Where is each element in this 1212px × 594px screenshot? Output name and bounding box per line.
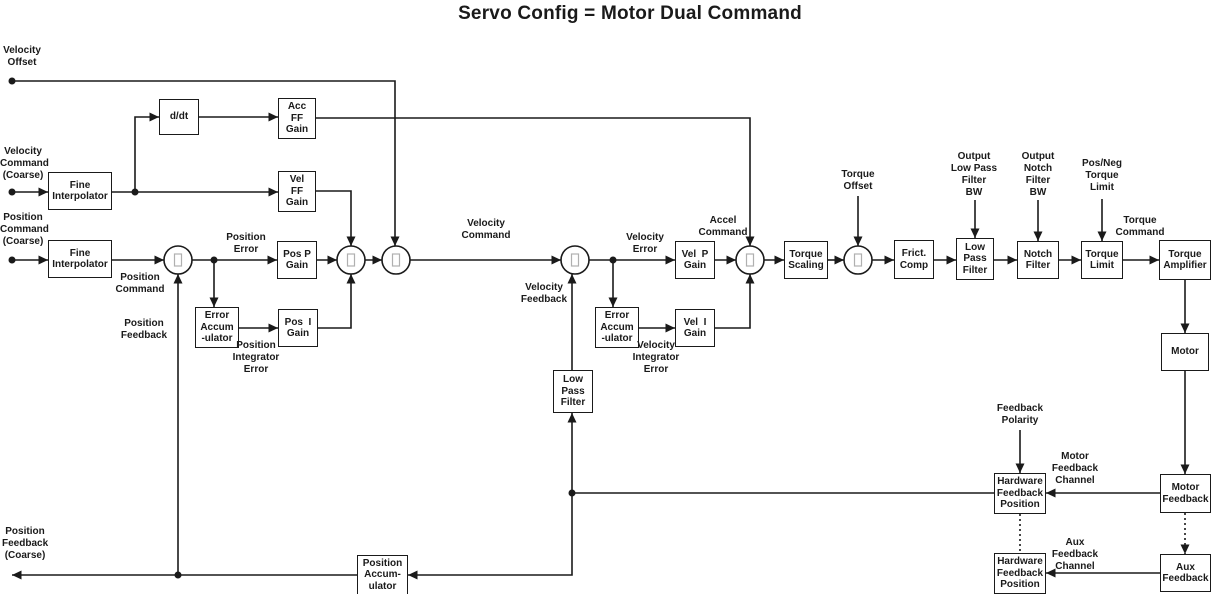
line-velocity-offset [12,80,400,246]
block-hardware-feedback-position-aux: Hardware Feedback Position [994,553,1046,594]
dot-vel-cmd-input [8,188,16,196]
label-position-command: Position Command [115,272,165,295]
block-position-accumulator: Position Accum- ulator [357,555,408,594]
label-output-notch-filter-bw: Output Notch Filter BW [1021,151,1055,198]
block-aux-feedback: Aux Feedback [1160,554,1211,592]
block-vel-i-gain: Vel I Gain [675,309,715,347]
block-fine-interpolator-velocity: Fine Interpolator [48,172,112,210]
label-accel-command: Accel Command [698,215,748,238]
block-friction-comp: Frict. Comp [894,240,934,279]
block-velocity-error-accumulator: Error Accum -ulator [595,307,639,348]
summing-junctions [163,245,873,275]
label-motor-feedback-channel: Motor Feedback Channel [1051,451,1099,486]
block-motor-feedback: Motor Feedback [1160,474,1211,513]
label-velocity-offset: Velocity Offset [3,45,41,68]
block-torque-amplifier: Torque Amplifier [1159,240,1211,280]
label-aux-feedback-channel: Aux Feedback Channel [1051,537,1099,572]
label-velocity-command: Velocity Command [461,218,511,241]
label-output-low-pass-filter-bw: Output Low Pass Filter BW [950,151,998,198]
label-velocity-command-coarse: Velocity Command (Coarse) [0,146,49,181]
block-d-dt: d/dt [159,99,199,135]
block-pos-p-gain: Pos P Gain [277,241,317,279]
dot-pos-cmd-input [8,256,16,264]
diagram-title: Servo Config = Motor Dual Command [458,3,802,24]
block-notch-filter: Notch Filter [1017,241,1059,279]
dot-branch-vel-error [609,256,617,264]
block-hardware-feedback-position-motor: Hardware Feedback Position [994,473,1046,514]
line-feedback-to-pos-accum [408,493,573,580]
block-low-pass-filter-output: Low Pass Filter [956,238,994,280]
label-torque-offset: Torque Offset [841,169,875,192]
signal-lines [12,80,1190,580]
summing-junction-velocity-offset [381,245,411,275]
block-fine-interpolator-position: Fine Interpolator [48,240,112,278]
line-posi-to-sum [318,274,356,329]
label-position-integrator-error: Position Integrator Error [232,340,280,375]
block-pos-i-gain: Pos I Gain [278,309,318,347]
summing-junction-accel [735,245,765,275]
dot-branch-pos-feedback [174,571,182,579]
dot-branch-pos-error [210,256,218,264]
label-velocity-error: Velocity Error [626,232,664,255]
block-vel-ff-gain: Vel FF Gain [278,171,316,212]
line-branch-to-ddt [134,112,159,192]
block-vel-p-gain: Vel P Gain [675,241,715,279]
dot-branch-feedback [568,489,576,497]
dot-branch-ddt [131,188,139,196]
line-veli-to-accel-sum [715,274,755,329]
block-motor: Motor [1161,333,1209,371]
summing-junction-position [163,245,193,275]
block-torque-limit: Torque Limit [1081,241,1123,279]
line-velff-to-sum [316,190,356,246]
label-velocity-integrator-error: Velocity Integrator Error [632,340,680,375]
block-low-pass-filter-feedback: Low Pass Filter [553,370,593,413]
summing-junction-torque-offset [843,245,873,275]
label-position-feedback: Position Feedback [120,318,168,341]
dot-velocity-offset [8,77,16,85]
label-position-feedback-coarse: Position Feedback (Coarse) [2,526,49,561]
label-velocity-feedback: Velocity Feedback [520,282,568,305]
line-accff-to-accel-sum [316,117,755,246]
label-torque-command: Torque Command [1115,215,1165,238]
block-acc-ff-gain: Acc FF Gain [278,98,316,139]
block-torque-scaling: Torque Scaling [784,241,828,279]
block-position-error-accumulator: Error Accum -ulator [195,307,239,348]
branch-dots [8,77,617,579]
label-position-command-coarse: Position Command (Coarse) [0,212,49,247]
label-pos-neg-torque-limit: Pos/Neg Torque Limit [1081,158,1122,193]
label-position-error: Position Error [226,232,266,255]
summing-junction-velocity [560,245,590,275]
label-feedback-polarity: Feedback Polarity [996,403,1044,426]
summing-junction-ff-sum [336,245,366,275]
